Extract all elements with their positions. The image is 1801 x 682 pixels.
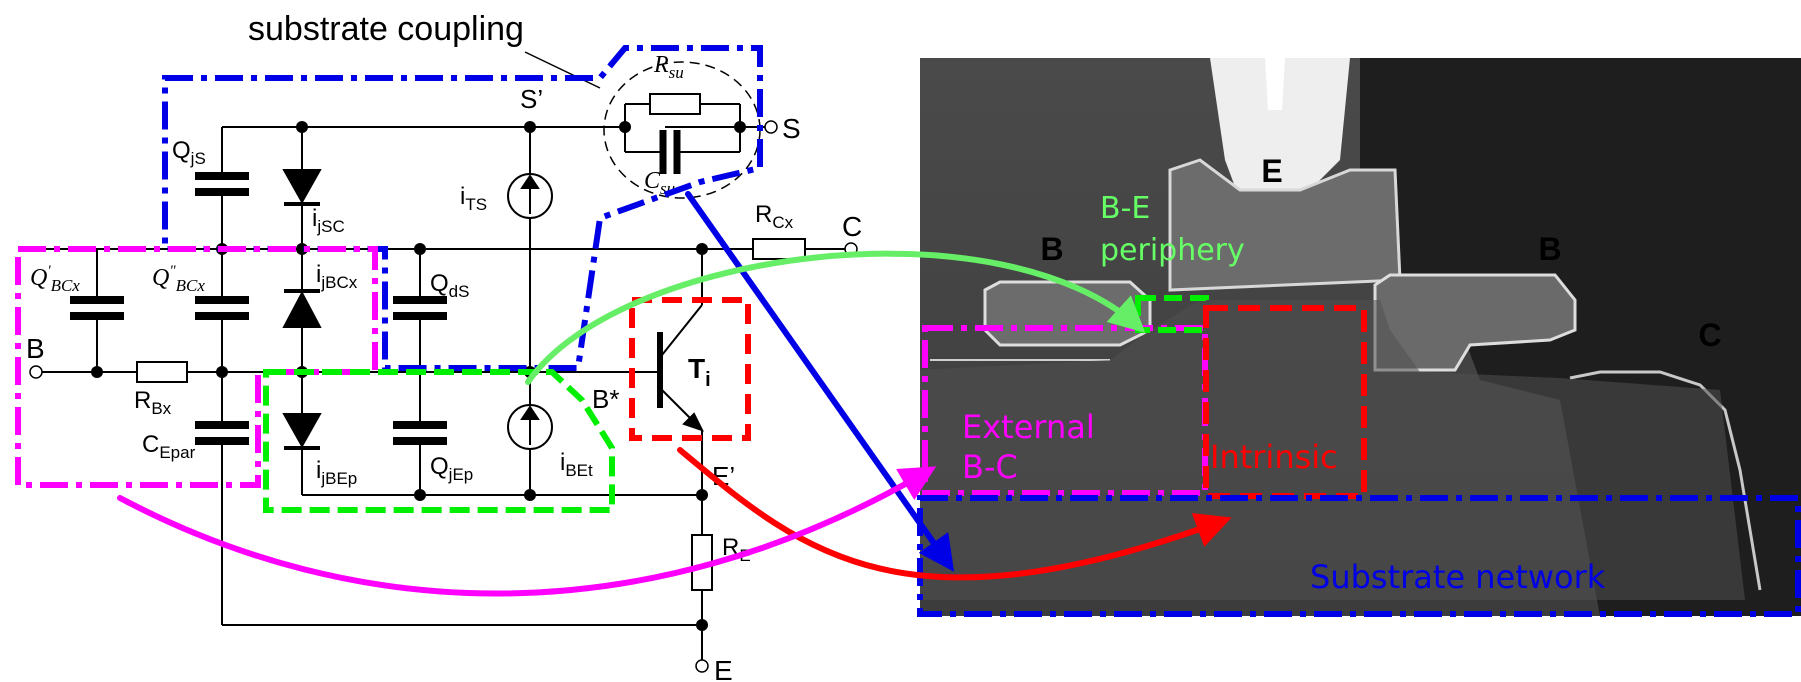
sem-photo [920,58,1801,616]
current-source-its [507,173,553,219]
capacitor-cepar [195,421,249,445]
terminal-label-b: B [26,333,45,364]
current-source-ibet [507,404,553,450]
arrow-external-bc [117,466,937,597]
terminal-label-e: E [714,655,733,682]
resistor-rbx [136,361,188,383]
resistor-rsu [649,93,701,115]
resistor-rcx [752,238,806,260]
region-label-intrinsic: Intrinsic [1210,438,1338,476]
component-labels: QjS ijSC iTS Rsu Csu RCx Q'BCx Q"BCx ijB… [30,52,794,565]
current-sources [507,173,553,450]
label-qjs: QjS [172,137,206,168]
terminal-e [695,659,709,673]
diode-ijbep [282,413,322,450]
label-qds: QdS [430,270,469,301]
label-cepar: CEpar [142,431,196,462]
region-label-be-periphery-2: periphery [1100,233,1245,268]
junction-dots [91,121,746,631]
label-rbx: RBx [134,387,172,418]
capacitors [70,128,681,445]
terminal-labels: S C B E S’ B* E’ [26,84,862,682]
label-ti: Ti [688,353,711,391]
label-ijbcx: ijBCx [316,261,358,292]
arrow-be-periphery [525,250,1146,385]
circuit-wires [22,51,850,660]
connector-arrows [117,191,1232,597]
region-label-substrate: Substrate network [1310,558,1606,596]
label-ijbep: ijBEp [316,457,357,488]
photo-label-base-left: B [1040,231,1063,267]
photo-labels: E B B C [1040,153,1721,353]
capacitor-csu [659,128,681,174]
photo-label-collector: C [1698,317,1721,353]
photo-label-base-right: B [1538,231,1561,267]
label-rcx: RCx [755,201,794,232]
region-box-substrate [917,495,1801,617]
diode-ijsc [282,169,322,206]
diodes [282,169,322,450]
terminal-s [764,120,778,134]
circuit-region-external-bc [15,246,378,488]
photo-regions: B-E periphery External B-C Intrinsic Sub… [917,191,1801,617]
terminal-label-s: S [782,113,801,144]
node-label-s-prime: S’ [520,84,543,114]
capacitor-qbcx1 [70,296,124,320]
label-qbcx2: Q"BCx [152,263,205,295]
label-its: iTS [460,183,487,214]
diode-ijbcx [282,289,322,328]
label-ibet: iBEt [560,449,593,480]
circuit-region-be-periphery [263,369,615,513]
photo-label-emitter: E [1261,153,1282,189]
capacitor-qjep [393,421,447,445]
capacitor-qds [393,296,447,320]
resistors [136,93,806,591]
capacitor-qbcx2 [195,296,249,320]
terminal-label-c: C [842,211,862,242]
node-label-b-star: B* [592,384,619,414]
label-ijsc: ijSC [312,205,345,236]
circuit-region-substrate [162,45,763,371]
label-qjep: QjEp [430,453,473,484]
circuit-title: substrate coupling [248,10,524,48]
region-label-external-bc-1: External [962,408,1095,446]
circuit-region-intrinsic [629,297,751,441]
arrow-substrate [685,191,955,572]
transistor-ti [657,304,704,432]
label-rsu: Rsu [653,52,684,82]
region-label-external-bc-2: B-C [962,448,1018,486]
terminals [29,120,858,673]
capacitor-qjs [195,172,249,196]
arrow-intrinsic [677,447,1232,581]
label-qbcx1: Q'BCx [30,263,80,295]
circuit-regions [15,45,763,513]
region-label-be-periphery-1: B-E [1100,191,1150,226]
terminal-b [29,365,43,379]
